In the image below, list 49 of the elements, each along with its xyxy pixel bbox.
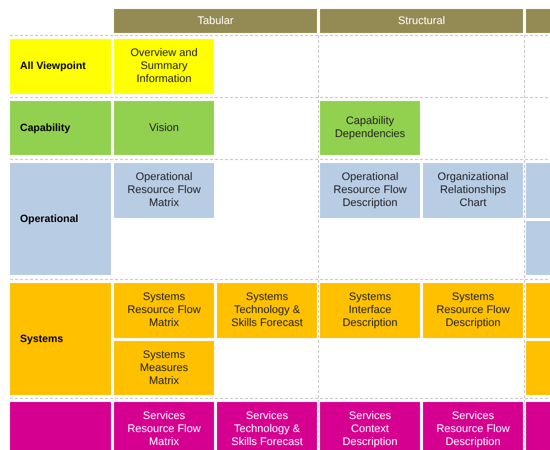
- model-title: Systems Interface Description: [341, 291, 399, 330]
- row-header: [10, 39, 111, 94]
- model-box: [320, 163, 420, 218]
- model-title: Overview and Summary Information: [129, 47, 199, 86]
- model-title: Operational Resource Flow Matrix: [126, 171, 202, 210]
- model-box: [114, 101, 214, 155]
- model-title: Services Resource Flow Description: [435, 410, 511, 449]
- model-title: Operational Resource Flow Description: [332, 171, 408, 210]
- model-title: Systems Resource Flow Matrix: [126, 291, 202, 330]
- row-title: All Viewpoint: [20, 60, 86, 73]
- model-title: Systems Technology & Skills Forecast: [230, 291, 304, 330]
- model-box: [526, 341, 550, 395]
- column-header: [320, 9, 523, 33]
- row-title: Capability: [20, 122, 70, 134]
- model-title: Organizational Relationships Chart: [436, 171, 510, 210]
- model-box: [526, 402, 550, 450]
- model-box: [320, 283, 420, 338]
- row-header: [10, 402, 111, 450]
- column-header: [526, 9, 550, 33]
- model-box: [320, 101, 420, 155]
- row-header: [10, 101, 111, 155]
- model-title: Services Resource Flow Matrix: [126, 410, 202, 449]
- model-box: [114, 39, 214, 94]
- model-box: [423, 283, 523, 338]
- model-box: [423, 402, 523, 450]
- model-box: [114, 402, 214, 450]
- column-title: Tabular: [197, 14, 234, 28]
- column-title: Structural: [398, 14, 446, 28]
- row-header: [10, 163, 111, 275]
- model-title: Services Technology & Skills Forecast: [230, 410, 304, 449]
- model-title: Capability Dependencies: [334, 115, 406, 141]
- model-box: [320, 402, 420, 450]
- model-title: Services Context Description: [341, 410, 399, 449]
- column-header: [114, 9, 317, 33]
- model-title: Systems Measures Matrix: [138, 348, 190, 388]
- model-box: [114, 163, 214, 218]
- model-box: [526, 283, 550, 338]
- row-header: [10, 283, 111, 395]
- model-box: [217, 283, 317, 338]
- row-title: Systems: [20, 332, 64, 346]
- model-box: [526, 163, 550, 218]
- model-box: [217, 402, 317, 450]
- model-box: [526, 221, 550, 275]
- model-title: Vision: [149, 122, 179, 134]
- model-box: [423, 163, 523, 218]
- row-title: Operational: [20, 212, 78, 226]
- model-title: Systems Resource Flow Description: [435, 291, 511, 330]
- model-box: [114, 341, 214, 395]
- model-box: [114, 283, 214, 338]
